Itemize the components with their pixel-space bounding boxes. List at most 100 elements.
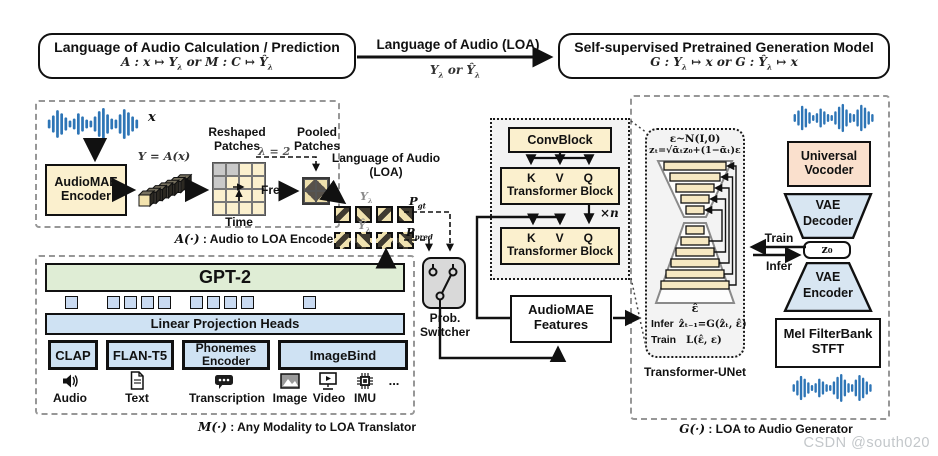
p-gt-label: Pgt [409, 194, 426, 211]
generation-model-box: Self-supervised Pretrained Generation Mo… [558, 33, 890, 79]
repeat-n-label: ×n [600, 206, 619, 220]
x-label: x [148, 110, 156, 125]
loa-arrow-sublabel: Yλ or Ŷλ [429, 63, 481, 80]
train-equation: Train L(ε̂, ε) [651, 334, 722, 346]
reshaped-patches-label: Reshaped Patches [208, 125, 266, 153]
token-square [224, 296, 237, 309]
loa-calculation-formula: A : x ↦ Yλ or M : C ↦ Ŷλ [121, 55, 273, 72]
generation-model-formula: G : Yλ ↦ x or G : Ŷλ ↦ x [650, 55, 798, 72]
loa-title: Language of Audio (LOA) [331, 151, 441, 179]
unet-skip-connections [703, 161, 737, 286]
modality-label-imu: IMU [354, 391, 376, 405]
token-square [107, 296, 120, 309]
text-document-icon [130, 371, 144, 390]
generation-model-title: Self-supervised Pretrained Generation Mo… [574, 39, 874, 55]
vae-encoder-label: VAE Encoder [802, 270, 853, 300]
patch-stack [137, 173, 193, 208]
audiomae-encoder-line1: AudioMAE [54, 175, 118, 189]
diffusion-eq: zₜ=√ᾱₜz₀+(1−ᾱₜ)ε [649, 145, 741, 156]
loa-to-audio-generator-panel [630, 95, 890, 420]
modality-label-audio: Audio [53, 391, 87, 405]
v-label: V [555, 171, 564, 185]
modality-translator-panel [35, 255, 415, 415]
token-square [124, 296, 137, 309]
modality-label-transcription: Transcription [188, 391, 265, 405]
gpt2-box: GPT-2 [45, 263, 405, 292]
eps-hat-label: ε̂ [691, 302, 699, 315]
prob-switcher-label: Prob. Switcher [419, 311, 470, 339]
k-label: K [527, 231, 536, 245]
token-square [207, 296, 220, 309]
imagebind-box: ImageBind [278, 340, 408, 370]
prob-switcher-box [422, 257, 466, 309]
generator-caption: G(·) : LOA to Audio Generator [679, 422, 853, 436]
audiomae-encoder-box: AudioMAE Encoder [45, 164, 127, 216]
audiomae-features-box: AudioMAE Features [510, 295, 612, 343]
input-waveform [47, 108, 139, 140]
translator-caption-symbol: M(·) [198, 420, 227, 434]
video-icon [319, 372, 337, 390]
token-square [65, 296, 78, 309]
k-label: K [527, 171, 536, 185]
v-label: V [555, 231, 564, 245]
universal-vocoder-box: Universal Vocoder [787, 141, 871, 187]
time-label: Time [225, 215, 253, 229]
encoder-caption: A(·) : Audio to LOA Encoder [174, 232, 338, 246]
gpt2-label: GPT-2 [198, 267, 251, 287]
loa-calculation-title: Language of Audio Calculation / Predicti… [54, 39, 340, 55]
vae-decoder-shape [783, 193, 873, 239]
audiomae-encoder-line2: Encoder [60, 189, 111, 204]
watermark: CSDN @south020 [803, 435, 930, 451]
audio-to-loa-encoder-panel [35, 100, 340, 228]
modality-label-video: Video [312, 391, 346, 405]
audio-speaker-icon [63, 374, 78, 388]
loa-pred-token-row [334, 232, 414, 249]
y-equals-ax-label: Y = A(x) [137, 149, 191, 163]
transformer-unet-caption: Transformer-UNet [643, 365, 747, 379]
convblock-box: ConvBlock [508, 127, 612, 153]
freq-label: Freq [260, 183, 287, 197]
modality-ellipsis: ... [388, 373, 400, 388]
token-square [241, 296, 254, 309]
imu-chip-icon [357, 373, 373, 389]
p-pred-label: Ppred [406, 225, 433, 242]
transformer-block-1: K V Q Transformer Block [500, 167, 620, 205]
linear-projection-heads-box: Linear Projection Heads [45, 313, 405, 335]
modality-label-image: Image [272, 391, 308, 405]
vae-encoder-shape [783, 262, 873, 312]
reshaped-patches-grid [212, 162, 266, 216]
token-square [303, 296, 316, 309]
q-label: Q [583, 171, 593, 185]
token-square [141, 296, 154, 309]
y-hat-lambda-label: Ŷλ [358, 219, 371, 235]
output-waveform [793, 103, 874, 133]
unet-funnel [654, 160, 737, 304]
vae-decoder-label: VAE Decoder [802, 198, 854, 228]
flan-t5-box: FLAN-T5 [106, 340, 174, 370]
token-square [158, 296, 171, 309]
pooled-patches-label: Pooled Patches [293, 125, 341, 153]
loa-arrow-label: Language of Audio (LOA) [376, 37, 540, 52]
y-lambda-label: Yλ [360, 190, 373, 206]
noise-eq: ε~N(I,0) [669, 133, 721, 145]
switch-icon [428, 264, 458, 307]
pooled-patches-grid [302, 177, 330, 205]
z0-box: z₀ [803, 241, 851, 259]
token-square [190, 296, 203, 309]
image-icon [280, 373, 300, 389]
loa-calculation-box: Language of Audio Calculation / Predicti… [38, 33, 356, 79]
encoder-caption-symbol: A(·) [174, 232, 200, 246]
clap-box: CLAP [48, 340, 98, 370]
phonemes-encoder-box: Phonemes Encoder [182, 340, 270, 370]
modality-label-text: Text [125, 391, 149, 405]
transformer-block-2: K V Q Transformer Block [500, 227, 620, 265]
lambda-label: λ = 2 [258, 145, 291, 158]
infer-equation: Infer ẑₜ₋₁=G(ẑₜ, ε̂) [651, 318, 747, 330]
source-waveform [792, 374, 872, 402]
q-label: Q [583, 231, 593, 245]
translator-caption: M(·) : Any Modality to LOA Translator [198, 420, 416, 434]
generator-caption-symbol: G(·) [679, 422, 705, 436]
transcription-bubble-icon [215, 375, 233, 389]
mel-filterbank-box: Mel FilterBank STFT [775, 318, 881, 368]
